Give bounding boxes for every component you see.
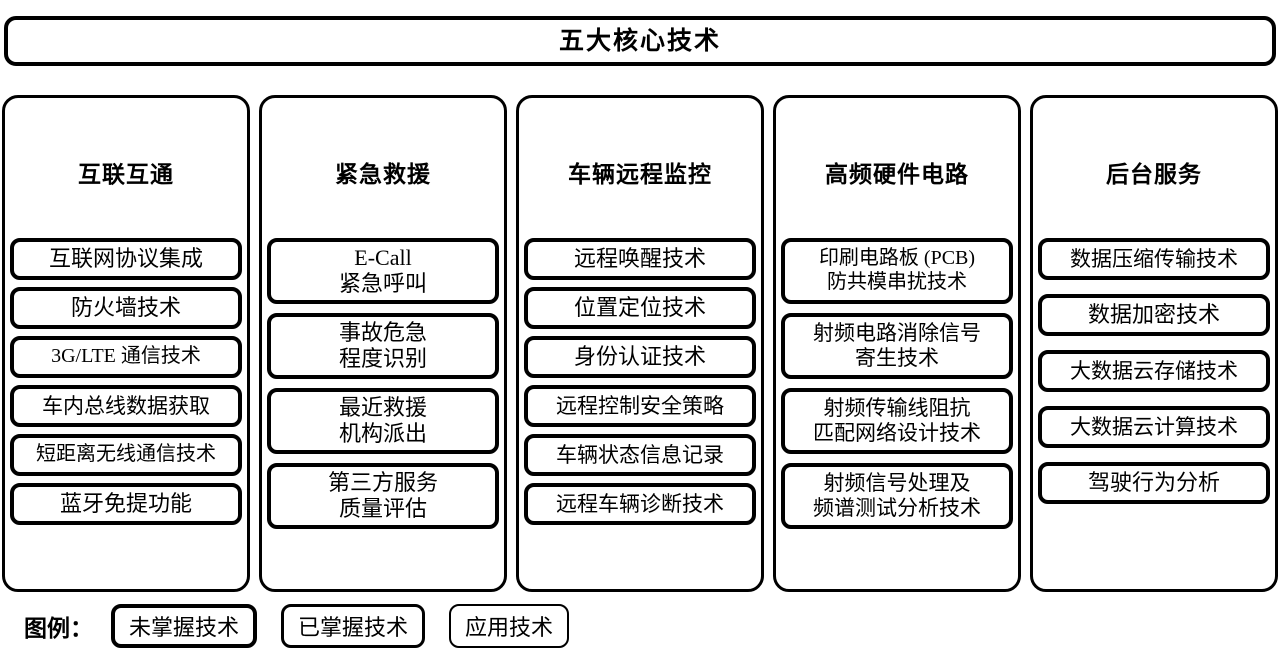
- technology-item[interactable]: 蓝牙免提功能: [10, 483, 242, 525]
- column-header: 高频硬件电路: [825, 162, 969, 187]
- technology-item[interactable]: 数据压缩传输技术: [1038, 238, 1270, 280]
- technology-item[interactable]: 射频电路消除信号寄生技术: [781, 313, 1013, 379]
- technology-item-line: 射频信号处理及: [823, 471, 971, 496]
- technology-item-line: 射频电路消除信号: [813, 321, 981, 346]
- legend: 图例： 未掌握技术已掌握技术应用技术: [24, 604, 570, 648]
- technology-item-line: 第三方服务: [327, 470, 438, 496]
- legend-entry-applied[interactable]: 应用技术: [449, 604, 570, 648]
- technology-item-line: 防共模串扰技术: [827, 271, 967, 293]
- technology-column: 车辆远程监控远程唤醒技术位置定位技术身份认证技术远程控制安全策略车辆状态信息记录…: [516, 95, 764, 592]
- technology-item-line: 大数据云存储技术: [1070, 358, 1238, 383]
- legend-entry-unmastered[interactable]: 未掌握技术: [111, 604, 258, 648]
- technology-item[interactable]: 车辆状态信息记录: [524, 434, 756, 476]
- column-header: 紧急救援: [335, 162, 431, 187]
- technology-item-line: 紧急呼叫: [338, 271, 427, 296]
- technology-item-line: 数据压缩传输技术: [1070, 246, 1238, 271]
- legend-entries: 未掌握技术已掌握技术应用技术: [111, 604, 570, 648]
- technology-item[interactable]: 远程唤醒技术: [524, 238, 756, 280]
- technology-item-line: 寄生技术: [855, 346, 939, 370]
- technology-item[interactable]: 事故危急程度识别: [267, 313, 499, 379]
- technology-item-line: 车辆状态信息记录: [556, 442, 724, 467]
- technology-item-line: 印刷电路板 (PCB): [818, 247, 976, 270]
- technology-item-line: 大数据云计算技术: [1070, 414, 1238, 439]
- technology-item-line: 远程唤醒技术: [573, 246, 706, 272]
- technology-item[interactable]: 互联网协议集成: [10, 238, 242, 280]
- column-item-list: 互联网协议集成防火墙技术 3G/LTE 通信技术车内总线数据获取短距离无线通信技术…: [10, 238, 242, 579]
- technology-column: 高频硬件电路印刷电路板 (PCB)防共模串扰技术射频电路消除信号寄生技术射频传输…: [773, 95, 1021, 592]
- technology-item-line: 驾驶行为分析: [1087, 470, 1220, 496]
- technology-item-line: 程度识别: [338, 346, 427, 371]
- column-item-list: 数据压缩传输技术数据加密技术大数据云存储技术大数据云计算技术驾驶行为分析: [1038, 238, 1270, 579]
- technology-item-line: 频谱测试分析技术: [813, 496, 981, 520]
- technology-item-line: 最近救援: [338, 395, 427, 421]
- technology-item[interactable]: 第三方服务质量评估: [267, 463, 499, 529]
- technology-item[interactable]: 数据加密技术: [1038, 294, 1270, 336]
- technology-item-line: 防火墙技术: [70, 295, 181, 321]
- technology-column: 后台服务数据压缩传输技术数据加密技术大数据云存储技术大数据云计算技术驾驶行为分析: [1030, 95, 1278, 592]
- technology-item-line: 3G/LTE 通信技术: [51, 345, 201, 368]
- diagram-title-banner: 五大核心技术: [4, 16, 1276, 66]
- technology-item[interactable]: 印刷电路板 (PCB)防共模串扰技术: [781, 238, 1013, 304]
- technology-item-line: 短距离无线通信技术: [36, 443, 216, 466]
- technology-item[interactable]: 大数据云计算技术: [1038, 406, 1270, 448]
- technology-item-line: 位置定位技术: [573, 295, 706, 321]
- technology-item-line: E-Call: [354, 245, 412, 271]
- legend-label: 图例：: [24, 616, 93, 641]
- technology-item-line: 匹配网络设计技术: [813, 421, 981, 445]
- technology-item[interactable]: 位置定位技术: [524, 287, 756, 329]
- technology-item-line: 互联网协议集成: [48, 246, 203, 272]
- technology-item[interactable]: 最近救援机构派出: [267, 388, 499, 454]
- column-item-list: 远程唤醒技术位置定位技术身份认证技术远程控制安全策略车辆状态信息记录远程车辆诊断…: [524, 238, 756, 579]
- technology-item[interactable]: 短距离无线通信技术: [10, 434, 242, 476]
- legend-entry-mastered[interactable]: 已掌握技术: [281, 604, 426, 648]
- technology-item-line: 数据加密技术: [1087, 302, 1220, 328]
- column-header: 后台服务: [1106, 162, 1202, 187]
- technology-item-line: 蓝牙免提功能: [59, 491, 192, 517]
- page-title: 五大核心技术: [558, 27, 721, 55]
- technology-item[interactable]: 身份认证技术: [524, 336, 756, 378]
- column-item-list: 印刷电路板 (PCB)防共模串扰技术射频电路消除信号寄生技术射频传输线阻抗匹配网…: [781, 238, 1013, 579]
- technology-item-line: 射频传输线阻抗: [823, 396, 971, 421]
- column-header: 互联互通: [78, 162, 174, 187]
- technology-item-line: 远程车辆诊断技术: [556, 491, 724, 516]
- technology-item[interactable]: 防火墙技术: [10, 287, 242, 329]
- technology-columns: 互联互通互联网协议集成防火墙技术 3G/LTE 通信技术车内总线数据获取短距离无线…: [2, 95, 1278, 592]
- technology-item[interactable]: 驾驶行为分析: [1038, 462, 1270, 504]
- technology-item-line: 车内总线数据获取: [42, 393, 210, 418]
- technology-item[interactable]: 射频信号处理及频谱测试分析技术: [781, 463, 1013, 529]
- column-header: 车辆远程监控: [568, 162, 712, 187]
- technology-item-line: 身份认证技术: [573, 344, 706, 370]
- technology-item-line: 远程控制安全策略: [556, 393, 724, 418]
- technology-item[interactable]: 大数据云存储技术: [1038, 350, 1270, 392]
- technology-item[interactable]: 射频传输线阻抗匹配网络设计技术: [781, 388, 1013, 454]
- technology-item-line: 机构派出: [338, 421, 427, 446]
- technology-item[interactable]: 3G/LTE 通信技术: [10, 336, 242, 378]
- technology-item[interactable]: 车内总线数据获取: [10, 385, 242, 427]
- technology-item-line: 事故危急: [338, 320, 427, 346]
- technology-item[interactable]: 远程控制安全策略: [524, 385, 756, 427]
- technology-item[interactable]: 远程车辆诊断技术: [524, 483, 756, 525]
- technology-column: 互联互通互联网协议集成防火墙技术 3G/LTE 通信技术车内总线数据获取短距离无线…: [2, 95, 250, 592]
- technology-item-line: 质量评估: [338, 496, 427, 521]
